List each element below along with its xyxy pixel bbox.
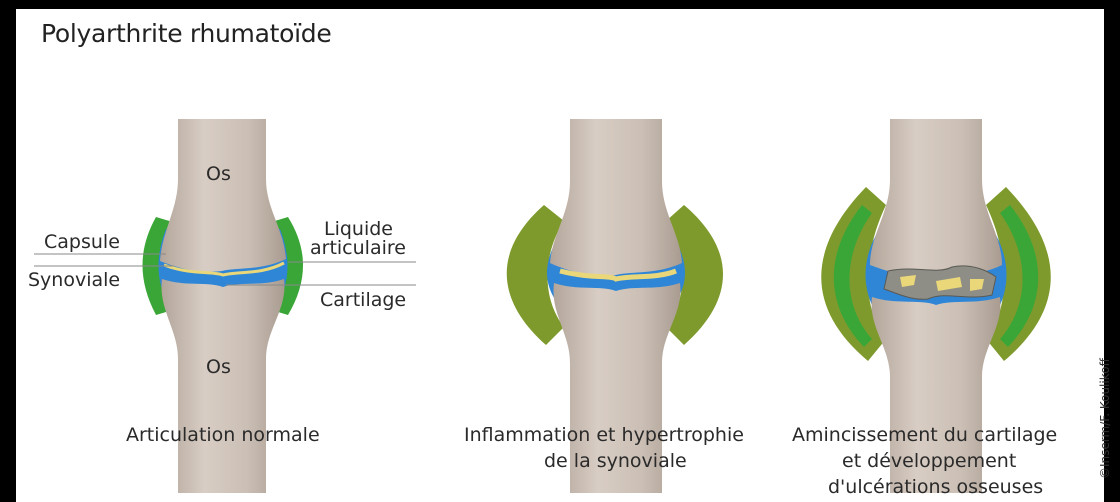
- joint-inflammation: Inflammation et hypertrophie de la synov…: [464, 119, 744, 493]
- joint-normal: Os Os Capsule Synoviale Liquide articula…: [28, 119, 416, 493]
- bone-bottom-normal: [161, 279, 284, 493]
- caption-inflammation-line1: Inflammation et hypertrophie: [464, 424, 744, 446]
- bone-top-erosion: [870, 119, 1002, 278]
- bone-top-normal: [160, 119, 286, 272]
- joint-diagrams: Os Os Capsule Synoviale Liquide articula…: [16, 9, 1104, 502]
- label-os-top: Os: [206, 163, 231, 185]
- bone-top-inflammation: [550, 119, 682, 276]
- caption-erosion-line3: d'ulcérations osseuses: [828, 476, 1043, 498]
- label-cartilage: Cartilage: [320, 289, 406, 311]
- caption-inflammation-line2: de la synoviale: [544, 450, 687, 472]
- joint-erosion: Amincissement du cartilage et développem…: [792, 119, 1057, 498]
- caption-erosion-line2: et développement: [842, 450, 1016, 472]
- label-capsule: Capsule: [44, 231, 120, 253]
- label-synoviale: Synoviale: [28, 269, 120, 291]
- diagram-panel: Polyarthrite rhumatoïde: [16, 9, 1104, 502]
- caption-erosion-line1: Amincissement du cartilage: [792, 424, 1057, 446]
- caption-normal: Articulation normale: [126, 424, 320, 446]
- label-os-bottom: Os: [206, 356, 231, 378]
- label-liquide-line2: articulaire: [310, 237, 406, 259]
- image-credit: ©Inserm/F. Koulikoff: [1098, 358, 1112, 479]
